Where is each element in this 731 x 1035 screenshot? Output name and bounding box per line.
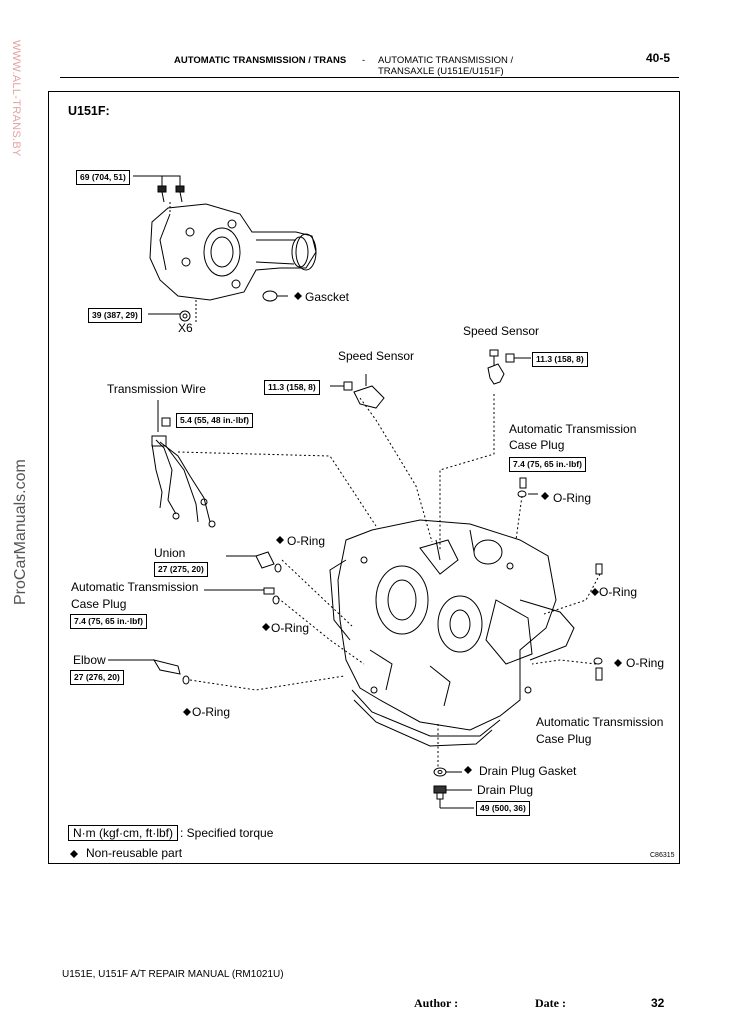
label-oring-right-2: O-Ring bbox=[626, 656, 665, 670]
transmission-wire-drawing bbox=[151, 400, 216, 528]
legend-nonreusable: Non-reusable part bbox=[86, 846, 183, 860]
header-dash: - bbox=[362, 55, 366, 66]
torque-drain-plug: 49 (500, 36) bbox=[476, 801, 530, 816]
case-plug-top-icon bbox=[519, 477, 527, 489]
page-reference: 40-5 bbox=[646, 51, 671, 65]
elbow-icon bbox=[152, 659, 181, 675]
nonreusable-diamonds bbox=[70, 292, 622, 858]
legend-torque-desc: : Specified torque bbox=[180, 826, 274, 840]
torque-transmission-wire: 5.4 (55, 48 in.·lbf) bbox=[176, 413, 253, 428]
bolt-icon bbox=[157, 185, 185, 203]
footer-manual: U151E, U151F A/T REPAIR MANUAL (RM1021U) bbox=[62, 969, 284, 980]
case-plug-right-lower-icon bbox=[595, 667, 603, 681]
oring-right-lower-icon bbox=[593, 657, 603, 665]
diagram-frame bbox=[48, 91, 680, 864]
footer-author: Author : bbox=[414, 996, 459, 1010]
header-rule bbox=[60, 77, 679, 78]
header-subsection-line2: TRANSAXLE (U151E/U151F) bbox=[378, 66, 504, 77]
header-subsection-line1: AUTOMATIC TRANSMISSION / bbox=[378, 55, 514, 66]
legend-torque-unit: N·m (kgf·cm, ft·lbf) bbox=[68, 825, 178, 841]
label-case-plug-top-1: Automatic Transmission bbox=[509, 422, 637, 436]
label-drain-plug: Drain Plug bbox=[477, 783, 534, 797]
drain-gasket-icon bbox=[433, 767, 447, 777]
case-plug-right-upper-icon bbox=[595, 563, 603, 575]
label-elbow: Elbow bbox=[73, 653, 106, 667]
torque-transfer-bolt: 69 (704, 51) bbox=[76, 170, 130, 185]
label-drain-gasket: Drain Plug Gasket bbox=[479, 764, 577, 778]
case-plug-left-icon bbox=[263, 587, 275, 595]
footer-date: Date : bbox=[535, 996, 566, 1010]
torque-speed-sensor-right: 11.3 (158, 8) bbox=[532, 352, 588, 367]
header-subsection: AUTOMATIC TRANSMISSION / TRANSAXLE (U151… bbox=[378, 55, 513, 77]
label-speed-sensor-right: Speed Sensor bbox=[463, 324, 540, 338]
torque-case-plug-left: 7.4 (75, 65 in.·lbf) bbox=[70, 614, 147, 629]
label-oring-elbow: O-Ring bbox=[192, 705, 231, 719]
label-case-plug-left-2: Case Plug bbox=[71, 597, 127, 611]
gasket-ring-icon bbox=[262, 290, 278, 302]
label-oring-union: O-Ring bbox=[287, 534, 326, 548]
label-union: Union bbox=[154, 546, 186, 560]
torque-nut: 39 (387, 29) bbox=[88, 308, 142, 323]
drain-plug-icon bbox=[433, 785, 447, 794]
label-oring-right-1: O-Ring bbox=[599, 585, 638, 599]
label-transmission-wire: Transmission Wire bbox=[107, 382, 206, 396]
label-case-plug-top-2: Case Plug bbox=[509, 438, 565, 452]
label-speed-sensor-left: Speed Sensor bbox=[338, 349, 415, 363]
label-x6: X6 bbox=[178, 321, 193, 335]
torque-speed-sensor-left: 11.3 (158, 8) bbox=[264, 380, 320, 395]
label-case-plug-right-2: Case Plug bbox=[536, 732, 592, 746]
oring-top-icon bbox=[517, 490, 527, 498]
label-gasket: Gascket bbox=[305, 290, 350, 304]
union-icon bbox=[255, 551, 275, 569]
label-oring-left-2: O-Ring bbox=[271, 621, 310, 635]
torque-case-plug-top: 7.4 (75, 65 in.·lbf) bbox=[509, 457, 586, 472]
transaxle-case-drawing bbox=[329, 519, 575, 747]
header-section: AUTOMATIC TRANSMISSION / TRANS bbox=[174, 55, 347, 66]
oring-union-icon bbox=[274, 563, 282, 573]
transfer-housing-drawing bbox=[149, 203, 317, 301]
speed-sensor-left-drawing bbox=[330, 374, 385, 409]
nut-icon bbox=[179, 310, 191, 322]
legend-torque: N·m (kgf·cm, ft·lbf): Specified torque bbox=[68, 825, 274, 841]
figure-code: C86315 bbox=[650, 852, 675, 859]
label-case-plug-right-1: Automatic Transmission bbox=[536, 715, 664, 729]
torque-union: 27 (275, 20) bbox=[154, 562, 208, 577]
model-label: U151F: bbox=[68, 104, 110, 118]
label-oring-top: O-Ring bbox=[553, 491, 592, 505]
torque-elbow: 27 (276, 20) bbox=[70, 670, 124, 685]
label-case-plug-left-1: Automatic Transmission bbox=[71, 580, 199, 594]
speed-sensor-right-drawing bbox=[487, 349, 531, 385]
footer-page-number: 32 bbox=[651, 996, 665, 1010]
